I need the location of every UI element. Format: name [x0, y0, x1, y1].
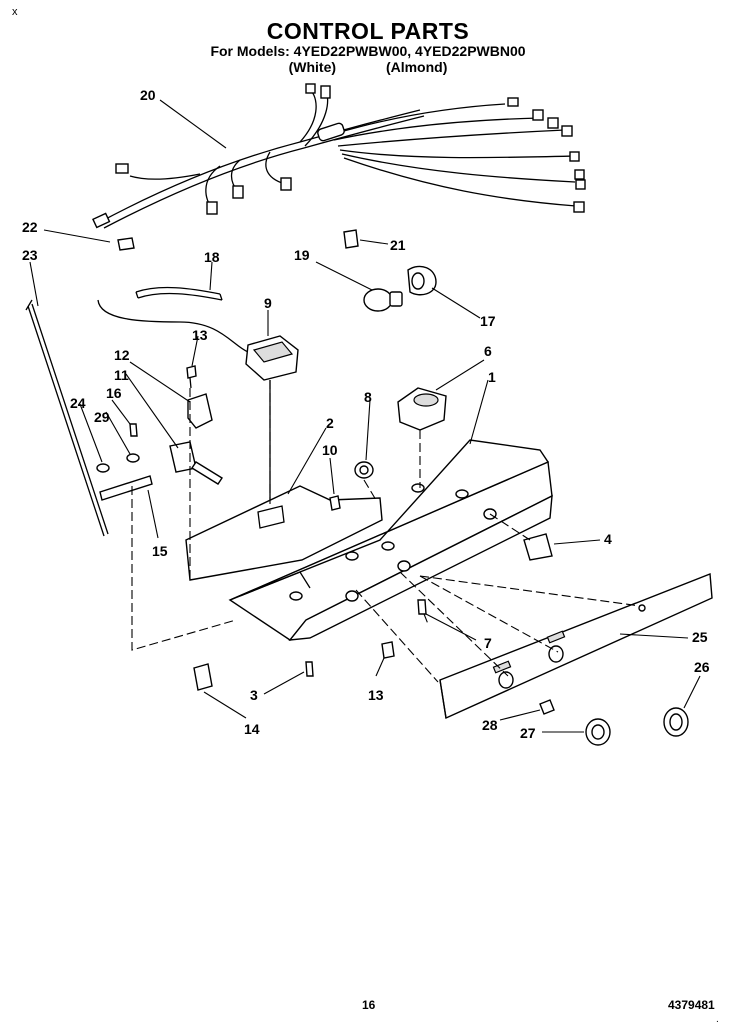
document-number: 4379481 [668, 998, 715, 1012]
corner-dot: . [716, 1014, 719, 1025]
callout-22: 22 [22, 219, 38, 235]
callout-27: 27 [520, 725, 536, 741]
part-washer-29 [126, 453, 140, 463]
callout-3: 3 [250, 687, 258, 703]
part-clip-28 [539, 699, 555, 715]
part-clip-21 [343, 229, 359, 249]
part-control-housing [228, 439, 553, 641]
part-shaft-11 [169, 441, 223, 485]
callout-24: 24 [70, 395, 86, 411]
callout-16: 16 [106, 385, 122, 401]
callout-23: 23 [22, 247, 38, 263]
callout-6: 6 [484, 343, 492, 359]
callout-26: 26 [694, 659, 710, 675]
part-control-6 [397, 387, 447, 431]
part-screw-10 [329, 495, 341, 511]
callout-18: 18 [204, 249, 220, 265]
callout-13-top: 13 [192, 327, 208, 343]
diagram-title: CONTROL PARTS [266, 18, 470, 44]
part-knob-26 [663, 707, 689, 737]
callout-19: 19 [294, 247, 310, 263]
part-knob-27 [585, 718, 611, 746]
callout-8: 8 [364, 389, 372, 405]
part-screw-3 [305, 661, 314, 677]
callout-20: 20 [140, 87, 156, 103]
part-light-socket [407, 265, 437, 296]
callout-2: 2 [326, 415, 334, 431]
part-knob-8 [354, 461, 374, 479]
part-wiring-harness [92, 83, 586, 229]
part-clip-22 [117, 237, 135, 251]
part-screw-7 [417, 599, 427, 615]
callout-14: 14 [244, 721, 260, 737]
callout-12: 12 [114, 347, 130, 363]
callout-11: 11 [114, 367, 129, 383]
callout-25: 25 [692, 629, 708, 645]
part-clip-4 [523, 533, 553, 561]
corner-mark: x [12, 6, 18, 18]
part-clip-14 [193, 663, 213, 691]
part-arm-15 [99, 475, 153, 501]
callout-10: 10 [322, 442, 338, 458]
callout-4: 4 [604, 531, 612, 547]
assembly-lines [131, 380, 641, 683]
part-screw-13b [381, 641, 395, 659]
callout-29: 29 [94, 409, 110, 425]
callout-1: 1 [488, 369, 496, 385]
part-bracket-12 [187, 393, 213, 429]
color-white: (White) [288, 59, 337, 75]
part-front-panel [439, 573, 713, 720]
part-tube-18 [135, 286, 223, 301]
models-line: For Models: 4YED22PWBW00, 4YED22PWBN00 [210, 43, 526, 59]
callout-17: 17 [480, 313, 496, 329]
callout-9: 9 [264, 295, 272, 311]
callout-28: 28 [482, 717, 498, 733]
part-rod-23 [25, 299, 109, 537]
callout-15: 15 [152, 543, 168, 559]
color-variants: (White) (Almond) [0, 59, 736, 75]
callout-7: 7 [484, 635, 492, 651]
callout-labels: 20 22 23 21 19 18 17 9 13 12 11 16 24 29… [22, 87, 710, 741]
part-nut-24 [96, 463, 110, 473]
part-light-bulb [363, 288, 403, 312]
color-almond: (Almond) [385, 59, 448, 75]
callout-13-bottom: 13 [368, 687, 384, 703]
page-number: 16 [362, 998, 376, 1012]
part-screw-16 [129, 423, 138, 437]
part-screw-13a [186, 365, 197, 389]
leader-lines [29, 99, 701, 733]
callout-21: 21 [390, 237, 406, 253]
